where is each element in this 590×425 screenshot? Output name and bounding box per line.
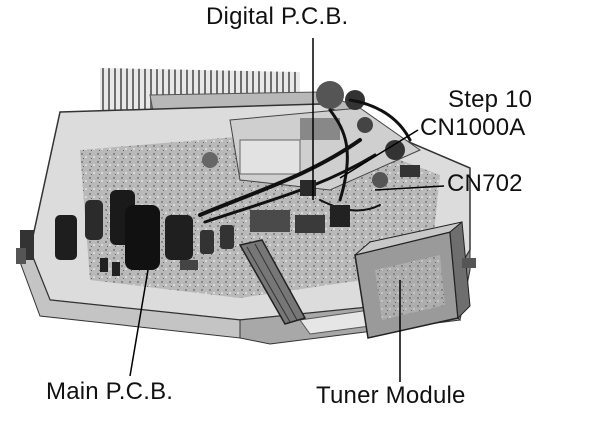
- label-main-pcb: Main P.C.B.: [46, 378, 174, 405]
- main-pcb-components: [55, 152, 350, 276]
- ribbon-cable: [238, 239, 307, 325]
- label-cn1000a: CN1000A: [420, 114, 526, 141]
- wire-harness: [198, 98, 412, 224]
- digital-pcb-board: [229, 81, 422, 191]
- label-tuner-module: Tuner Module: [316, 382, 466, 409]
- tuner-module: [354, 221, 476, 339]
- leader-cn702: [374, 185, 445, 191]
- leader-cn1000a: [339, 129, 419, 179]
- label-cn702: CN702: [447, 170, 523, 197]
- leader-main-pcb: [129, 269, 149, 377]
- label-step-10: Step 10: [448, 86, 533, 113]
- leader-lines: [129, 38, 445, 382]
- label-digital-pcb: Digital P.C.B.: [206, 3, 349, 30]
